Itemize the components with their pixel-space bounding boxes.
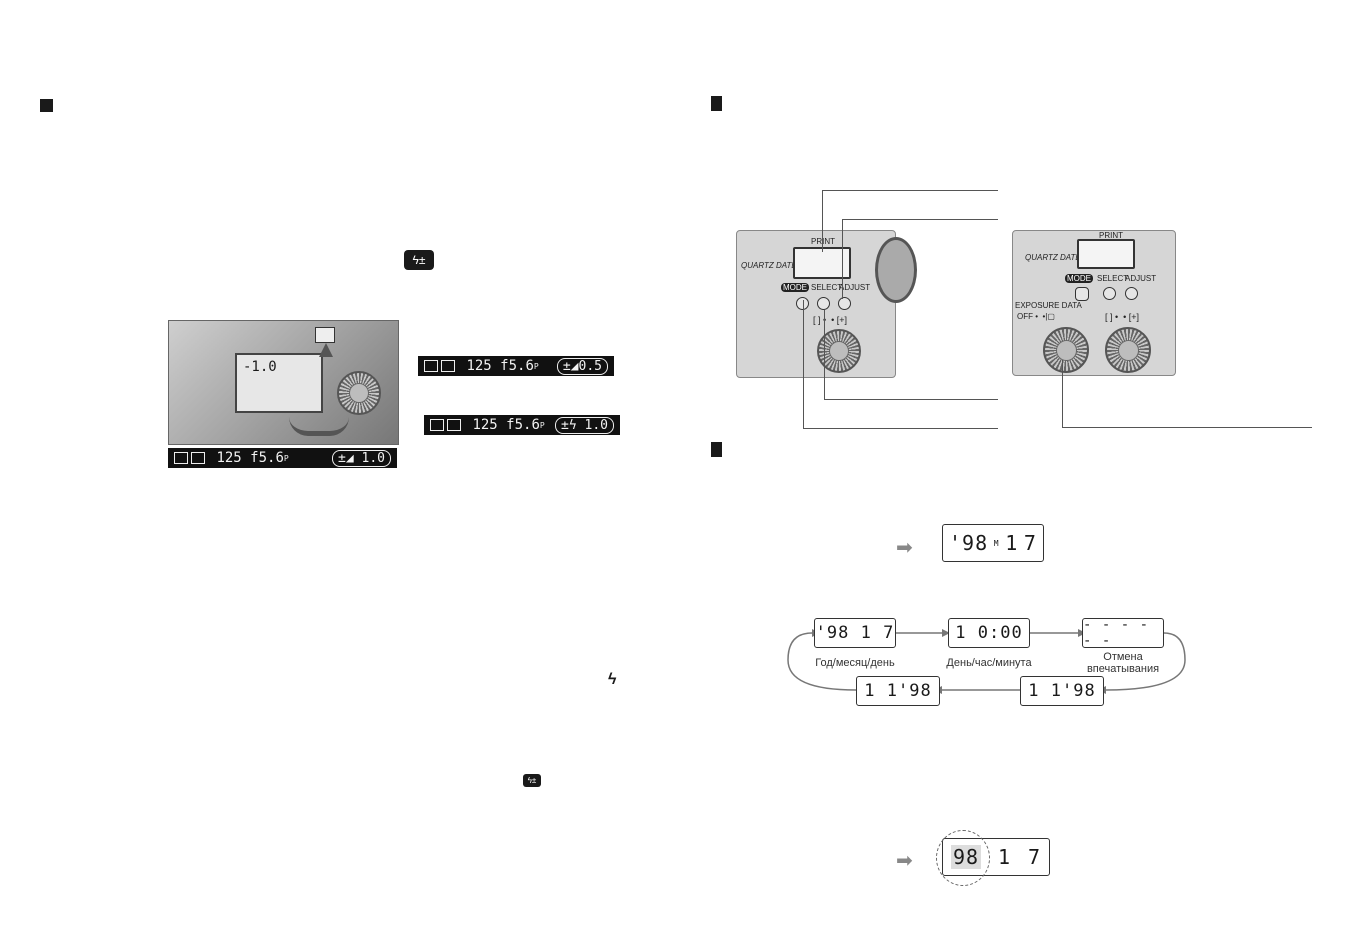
flash-compensation-icon: ϟ± bbox=[404, 250, 434, 270]
command-dial bbox=[337, 371, 381, 415]
exposure-data-dial[interactable] bbox=[1043, 327, 1089, 373]
matrix-icon bbox=[191, 452, 205, 464]
imprint-indicator: [ ] • • [+] bbox=[813, 315, 848, 325]
brand-label: QUARTZ DATE bbox=[1025, 253, 1081, 262]
print-label: PRINT bbox=[811, 237, 835, 246]
shutter-value: 125 bbox=[472, 417, 498, 433]
arrow-icon: ➡ bbox=[896, 537, 913, 559]
mode-letter: P bbox=[283, 453, 289, 463]
adjust-button[interactable] bbox=[1125, 287, 1138, 300]
databack-panel-right: QUARTZ DATE PRINT MODE SELECT ADJUST EXP… bbox=[1012, 230, 1176, 376]
callout-line bbox=[824, 399, 998, 400]
flash-compensation-icon-small: ϟ± bbox=[523, 774, 541, 787]
month-mark: M bbox=[993, 538, 1000, 548]
cycle-ymd-label: Год/месяц/день bbox=[815, 657, 895, 669]
lcd-readout-mid: 125 f5.6 P ±ϟ 1.0 bbox=[424, 415, 620, 435]
callout-line bbox=[842, 219, 998, 220]
day-value: 7 bbox=[1023, 531, 1037, 555]
lcd-readout-top: 125 f5.6 P ±◢0.5 bbox=[418, 356, 614, 376]
section-marker bbox=[711, 442, 722, 457]
mode-letter: P bbox=[533, 361, 539, 371]
callout-line bbox=[803, 300, 804, 429]
cycle-cancel-label: Отмена впечатывания bbox=[1086, 651, 1160, 675]
callout-line bbox=[822, 190, 823, 252]
section-marker bbox=[711, 96, 722, 111]
date-display: '98 M 1 7 bbox=[942, 524, 1044, 562]
month-value: 1 bbox=[1005, 531, 1019, 555]
cycle-ymd-display: '98 1 7 bbox=[814, 618, 896, 648]
month-value: 1 bbox=[998, 845, 1012, 869]
date-window bbox=[1077, 239, 1135, 269]
camera-top-photo: -1.0 bbox=[168, 320, 399, 445]
mode-label: MODE bbox=[1065, 274, 1093, 283]
select-button[interactable] bbox=[1103, 287, 1116, 300]
section-marker bbox=[40, 99, 53, 112]
comp-value: ±◢0.5 bbox=[556, 357, 608, 375]
year-value: '98 bbox=[949, 531, 989, 555]
callout-line bbox=[822, 190, 998, 191]
camera-lcd-window: -1.0 bbox=[235, 353, 323, 413]
imprint-dial[interactable] bbox=[1105, 327, 1151, 373]
arrowhead bbox=[942, 629, 950, 637]
metering-icon bbox=[430, 419, 444, 431]
cycle-cancel-display: - - - - - - bbox=[1082, 617, 1164, 649]
cycle-arrow bbox=[1105, 632, 1186, 691]
camera-lcd-value: -1.0 bbox=[243, 359, 277, 375]
adjust-label: ADJUST bbox=[1125, 274, 1157, 283]
databack-panel-left: QUARTZ DATE PRINT MODE SELECT ADJUST [ ]… bbox=[736, 230, 917, 378]
select-label: SELECT bbox=[1097, 274, 1129, 283]
exposure-data-label: EXPOSURE DATA bbox=[1015, 301, 1082, 310]
comp-value: ±ϟ 1.0 bbox=[555, 416, 614, 434]
aperture-value: f5.6 bbox=[506, 417, 540, 433]
rotate-arrow-icon bbox=[289, 417, 349, 436]
callout-line bbox=[842, 219, 843, 299]
mode-button[interactable] bbox=[796, 297, 809, 310]
select-button[interactable] bbox=[817, 297, 830, 310]
select-label: SELECT bbox=[811, 283, 843, 292]
comp-value: ±◢ 1.0 bbox=[332, 449, 391, 467]
cycle-dhm-display: 1 0:00 bbox=[948, 618, 1030, 648]
off-label: OFF • •|▢ bbox=[1017, 312, 1055, 321]
shutter-value: 125 bbox=[216, 450, 242, 466]
aperture-value: f5.6 bbox=[500, 358, 534, 374]
blink-rays bbox=[936, 830, 990, 886]
arrow-icon: ➡ bbox=[896, 850, 913, 872]
flash-icon: ϟ bbox=[608, 671, 617, 688]
cycle-dmy-display: 1 1'98 bbox=[856, 676, 940, 706]
mode-label: MODE bbox=[781, 283, 809, 292]
mode-letter: P bbox=[539, 420, 545, 430]
matrix-icon bbox=[447, 419, 461, 431]
mode-button[interactable] bbox=[1075, 287, 1089, 301]
press-arrow-icon bbox=[319, 343, 333, 357]
shutter-value: 125 bbox=[466, 358, 492, 374]
lens-edge bbox=[875, 237, 917, 303]
imprint-indicator: [ ] • • [+] bbox=[1105, 312, 1140, 322]
callout-line bbox=[803, 428, 998, 429]
cycle-dhm-label: День/час/минута bbox=[946, 657, 1032, 669]
metering-icon bbox=[424, 360, 438, 372]
matrix-icon bbox=[441, 360, 455, 372]
callout-line bbox=[824, 310, 825, 400]
adjust-label: ADJUST bbox=[839, 283, 871, 292]
cycle-arrow bbox=[787, 632, 857, 691]
cycle-mdy-display: 1 1'98 bbox=[1020, 676, 1104, 706]
print-label: PRINT bbox=[1099, 231, 1123, 240]
flash-button-icon bbox=[315, 327, 335, 343]
callout-line bbox=[1062, 427, 1312, 428]
aperture-value: f5.6 bbox=[250, 450, 284, 466]
adjust-button[interactable] bbox=[838, 297, 851, 310]
lcd-readout-main: 125 f5.6 P ±◢ 1.0 bbox=[168, 448, 397, 468]
callout-line bbox=[1062, 360, 1063, 428]
metering-icon bbox=[174, 452, 188, 464]
brand-label: QUARTZ DATE bbox=[741, 261, 797, 270]
day-value: 7 bbox=[1027, 845, 1041, 869]
